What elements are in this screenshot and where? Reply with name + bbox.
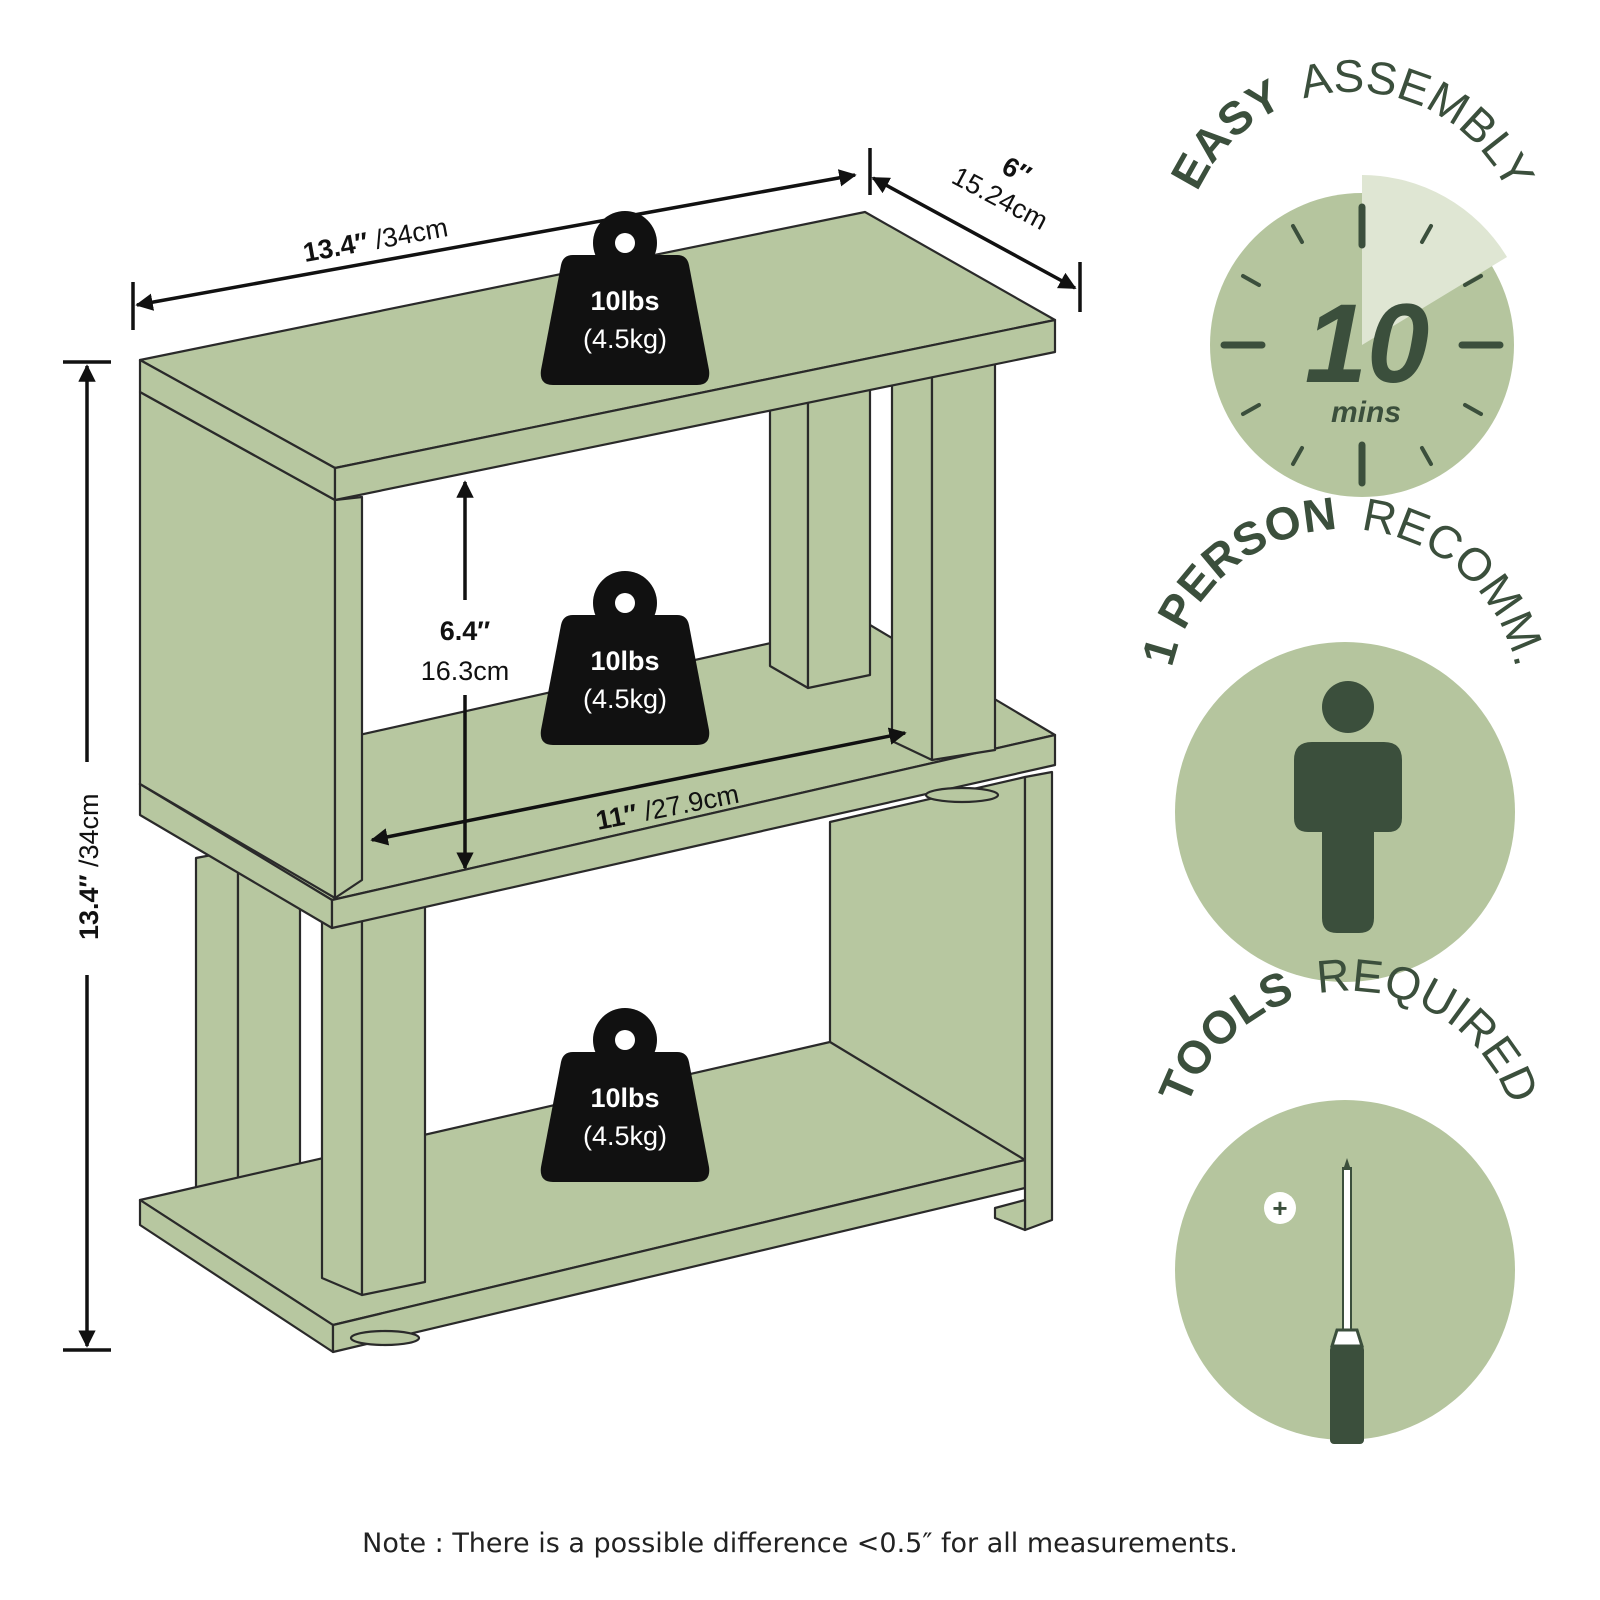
assembly-badge: 10 mins EASY ASSEMBLY xyxy=(1160,50,1545,497)
tools-title: TOOLS REQUIRED xyxy=(1148,948,1549,1110)
gap-cm-label: 16.3cm xyxy=(421,656,510,686)
inner-width-label: 11″ /27.9cm xyxy=(593,779,741,836)
clock-ticks xyxy=(1220,203,1504,487)
weight-top: 10lbs (4.5kg) xyxy=(540,211,710,385)
weight-icon xyxy=(540,1008,710,1182)
screwdriver-icon xyxy=(1329,1158,1365,1444)
person-badge: 1 PERSON RECOMM. xyxy=(1131,487,1557,982)
weight-lbs: 10lbs xyxy=(590,286,659,316)
weight-middle: 10lbs (4.5kg) xyxy=(540,571,710,745)
svg-text:+: + xyxy=(1272,1193,1287,1223)
height-label: 13.4″ /34cm xyxy=(74,793,104,940)
plus-badge: + xyxy=(1264,1192,1296,1224)
dimension-lines xyxy=(63,148,1082,1352)
gap-inch-label: 6.4″ xyxy=(440,616,491,646)
weight-icon xyxy=(540,571,710,745)
person-icon xyxy=(1294,681,1402,933)
weight-kg: (4.5kg) xyxy=(583,324,667,354)
assembly-title: EASY ASSEMBLY xyxy=(1160,50,1545,197)
measurement-note: Note : There is a possible difference <0… xyxy=(362,1528,1238,1559)
weight-icon xyxy=(540,211,710,385)
width-label: 13.4″ /34cm xyxy=(301,212,451,268)
tools-badge: + TOOLS REQUIRED xyxy=(1148,948,1550,1444)
weight-kg: (4.5kg) xyxy=(583,1121,667,1151)
weight-lbs: 10lbs xyxy=(590,646,659,676)
minutes-value: 10 xyxy=(1305,281,1430,406)
weight-kg: (4.5kg) xyxy=(583,684,667,714)
minutes-unit: mins xyxy=(1331,396,1401,429)
weight-lbs: 10lbs xyxy=(590,1083,659,1113)
weight-bottom: 10lbs (4.5kg) xyxy=(540,1008,710,1182)
